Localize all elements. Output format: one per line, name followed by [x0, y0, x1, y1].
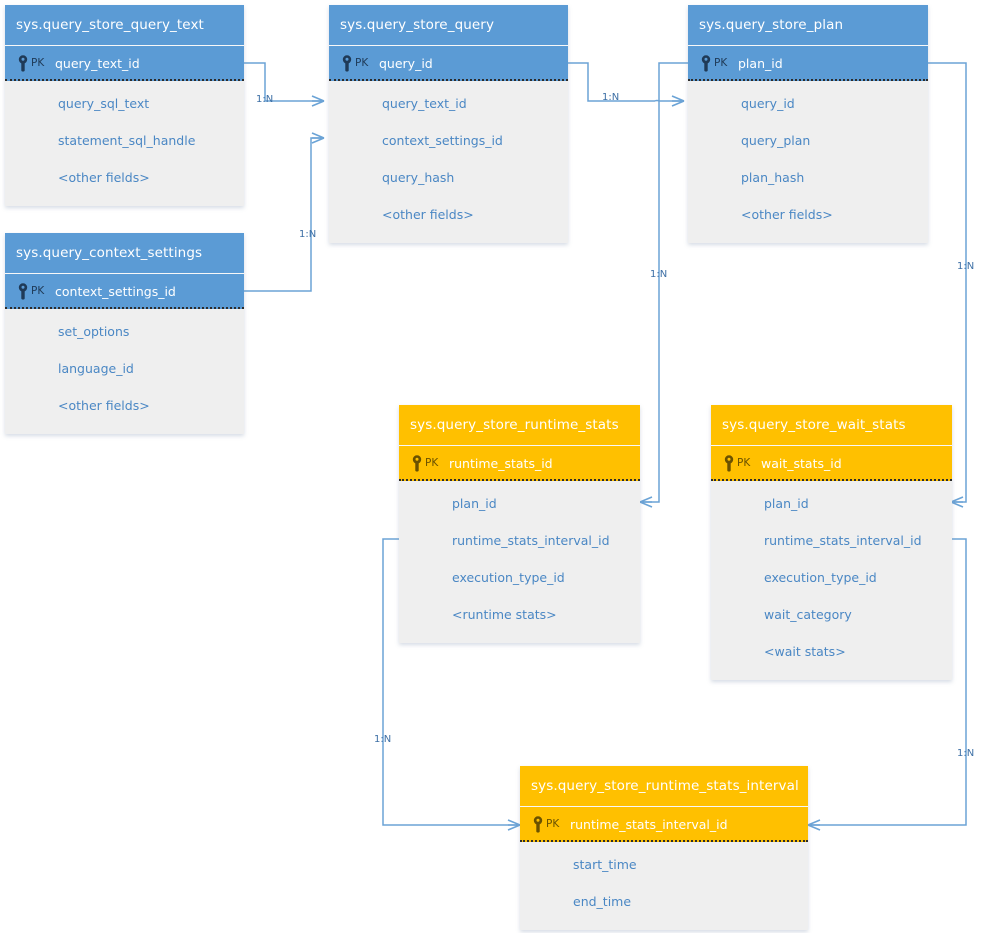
relationship-plan-to-runtime-stats: [639, 62, 688, 508]
entity-fields: query_id query_plan plan_hash <other fie…: [688, 81, 928, 243]
entity-title: sys.query_context_settings: [5, 233, 244, 273]
entity-title: sys.query_store_wait_stats: [711, 405, 952, 445]
primary-key-row: PK wait_stats_id: [711, 446, 952, 481]
field-row: statement_sql_handle: [58, 133, 196, 148]
pk-field-name: runtime_stats_id: [449, 456, 553, 471]
key-icon: [701, 55, 711, 72]
primary-key-row: PK runtime_stats_id: [399, 446, 640, 481]
title-separator: [688, 45, 928, 46]
field-row: execution_type_id: [452, 570, 565, 585]
field-row: runtime_stats_interval_id: [452, 533, 610, 548]
entity-title: sys.query_store_runtime_stats: [399, 405, 640, 445]
pk-badge: PK: [714, 57, 728, 69]
field-row: plan_id: [764, 496, 809, 511]
entity-title: sys.query_store_query: [329, 5, 568, 45]
field-row: runtime_stats_interval_id: [764, 533, 922, 548]
entity-query-store-query-text[interactable]: sys.query_store_query_text PK query_text…: [5, 5, 244, 206]
field-row: <other fields>: [58, 398, 150, 413]
field-row: set_options: [58, 324, 130, 339]
primary-key-row: PK query_text_id: [5, 46, 244, 81]
cardinality-label-plan-to-runtime-stats: 1:N: [650, 269, 668, 280]
pk-field-name: plan_id: [738, 56, 783, 71]
title-separator: [329, 45, 568, 46]
title-separator: [5, 273, 244, 274]
field-row: query_plan: [741, 133, 811, 148]
pk-field-name: query_text_id: [55, 56, 140, 71]
pk-field-name: runtime_stats_interval_id: [570, 817, 728, 832]
entity-query-store-query[interactable]: sys.query_store_query PK query_id query_…: [329, 5, 568, 243]
entity-fields: plan_id runtime_stats_interval_id execut…: [711, 481, 952, 680]
field-row: plan_id: [452, 496, 497, 511]
entity-fields: query_sql_text statement_sql_handle <oth…: [5, 81, 244, 206]
entity-fields: set_options language_id <other fields>: [5, 309, 244, 434]
cardinality-label-query-to-plan: 1:N: [602, 92, 620, 103]
cardinality-label-interval-to-wait-stats: 1:N: [957, 748, 975, 759]
entity-query-store-plan[interactable]: sys.query_store_plan PK plan_id query_id…: [688, 5, 928, 243]
pk-badge: PK: [737, 457, 751, 469]
primary-key-row: PK query_id: [329, 46, 568, 81]
field-row: end_time: [573, 894, 632, 909]
entity-title: sys.query_store_runtime_stats_interval: [520, 766, 808, 806]
key-icon: [724, 455, 734, 472]
primary-key-row: PK context_settings_id: [5, 274, 244, 309]
field-row: start_time: [573, 857, 637, 872]
entity-fields: query_text_id context_settings_id query_…: [329, 81, 568, 243]
field-row: <wait stats>: [764, 644, 846, 659]
pk-badge: PK: [355, 57, 369, 69]
field-row: <other fields>: [58, 170, 150, 185]
cardinality-label-plan-to-wait-stats: 1:N: [957, 261, 975, 272]
title-separator: [711, 445, 952, 446]
cardinality-label-context-settings-to-query: 1:N: [299, 229, 317, 240]
key-icon: [18, 283, 28, 300]
relationship-context-settings-to-query: [244, 132, 325, 292]
field-row: <other fields>: [741, 207, 833, 222]
field-row: <other fields>: [382, 207, 474, 222]
field-row: plan_hash: [741, 170, 805, 185]
pk-field-name: query_id: [379, 56, 433, 71]
title-separator: [399, 445, 640, 446]
key-icon: [533, 816, 543, 833]
field-row: query_id: [741, 96, 795, 111]
field-row: query_sql_text: [58, 96, 150, 111]
field-row: query_hash: [382, 170, 455, 185]
cardinality-label-interval-to-runtime-stats: 1:N: [374, 734, 392, 745]
entity-fields: start_time end_time: [520, 842, 808, 930]
key-icon: [412, 455, 422, 472]
field-row: wait_category: [764, 607, 852, 622]
field-row: query_text_id: [382, 96, 467, 111]
key-icon: [342, 55, 352, 72]
pk-badge: PK: [31, 285, 45, 297]
pk-badge: PK: [31, 57, 45, 69]
pk-badge: PK: [425, 457, 439, 469]
entity-title: sys.query_store_query_text: [5, 5, 244, 45]
field-row: context_settings_id: [382, 133, 503, 148]
pk-field-name: context_settings_id: [55, 284, 176, 299]
entity-title: sys.query_store_plan: [688, 5, 928, 45]
title-separator: [520, 806, 808, 807]
primary-key-row: PK runtime_stats_interval_id: [520, 807, 808, 842]
entity-fields: plan_id runtime_stats_interval_id execut…: [399, 481, 640, 643]
field-row: language_id: [58, 361, 134, 376]
entity-query-context-settings[interactable]: sys.query_context_settings PK context_se…: [5, 233, 244, 434]
cardinality-label-query-text-to-query: 1:N: [256, 94, 274, 105]
field-row: execution_type_id: [764, 570, 877, 585]
relationship-query-to-plan: [568, 62, 685, 107]
entity-query-store-wait-stats[interactable]: sys.query_store_wait_stats PK wait_stats…: [711, 405, 952, 680]
field-row: <runtime stats>: [452, 607, 557, 622]
primary-key-row: PK plan_id: [688, 46, 928, 81]
pk-badge: PK: [546, 818, 560, 830]
entity-query-store-runtime-stats[interactable]: sys.query_store_runtime_stats PK runtime…: [399, 405, 640, 643]
key-icon: [18, 55, 28, 72]
pk-field-name: wait_stats_id: [761, 456, 842, 471]
title-separator: [5, 45, 244, 46]
entity-query-store-runtime-stats-interval[interactable]: sys.query_store_runtime_stats_interval P…: [520, 766, 808, 930]
